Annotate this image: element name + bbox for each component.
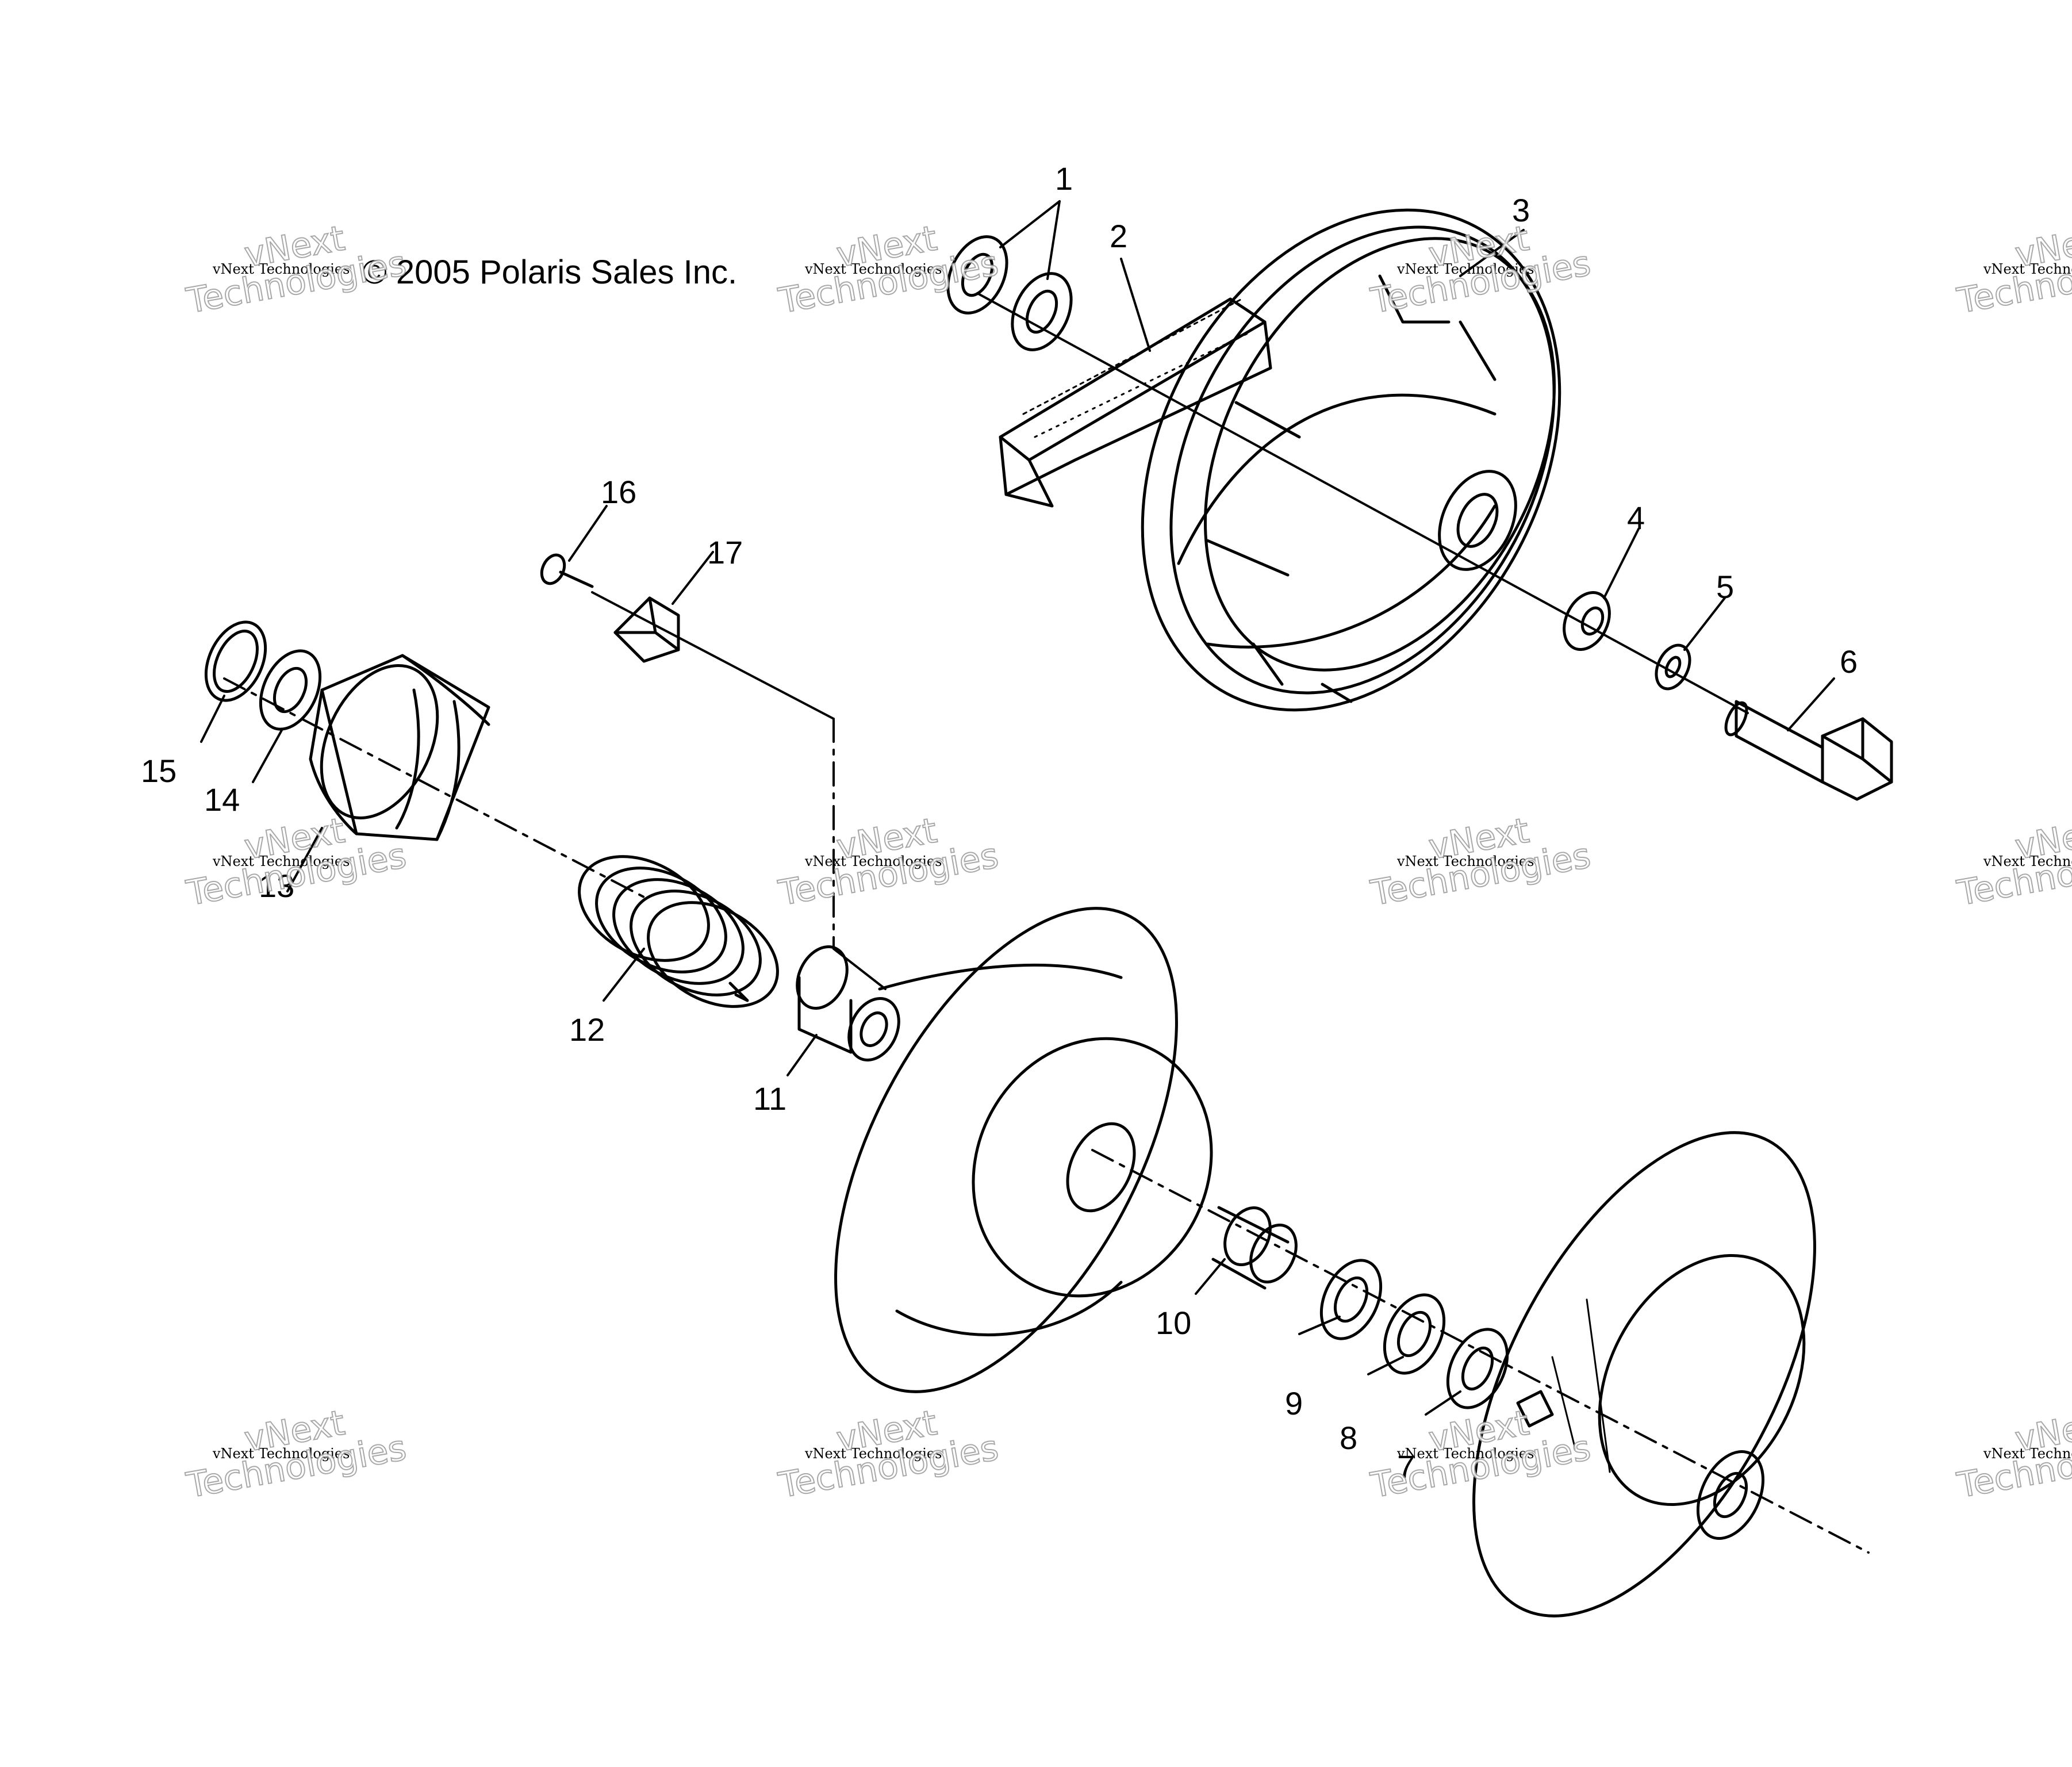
callout-7: 7 — [1397, 1448, 1415, 1485]
part-4-washer — [1563, 591, 1611, 651]
watermark-small-text: vNext Technologies — [805, 1446, 942, 1462]
watermark-small-text: vNext Technologies — [1983, 853, 2072, 869]
watermark-small-text: vNext Technologies — [1983, 1446, 2072, 1462]
watermark-small-text: vNext Technologies — [1397, 261, 1534, 277]
stationary-sheave — [1472, 1131, 1816, 1617]
part-6-bolt — [1724, 700, 1893, 801]
callout-13: 13 — [259, 868, 294, 904]
callout-11: 11 — [753, 1080, 786, 1117]
watermark-small-text: vNext Technologies — [213, 1446, 350, 1462]
part-12-spring — [578, 855, 779, 1008]
watermark-small-text: vNext Technologies — [805, 853, 942, 869]
part-9-washer — [1319, 1259, 1383, 1340]
callout-8: 8 — [1340, 1420, 1357, 1456]
part-11-spacer — [796, 945, 900, 1061]
part-1-washers — [946, 235, 1073, 351]
callout-4: 4 — [1627, 500, 1645, 536]
part-7-washer — [1446, 1328, 1509, 1409]
part-17-button — [613, 596, 680, 663]
callout-9: 9 — [1285, 1385, 1303, 1421]
part-16-screw — [540, 553, 594, 588]
callout-3: 3 — [1512, 192, 1530, 228]
callout-15: 15 — [141, 753, 176, 789]
watermark-small-text: vNext Technologies — [1397, 1446, 1534, 1462]
leader-lines — [200, 200, 1835, 1416]
part-14-washer — [259, 649, 322, 731]
part-15-snap-ring — [204, 620, 267, 702]
watermark-small-text: vNext Technologies — [1983, 261, 2072, 277]
part-13-cam — [309, 654, 490, 841]
part-10-bushing — [1211, 1206, 1298, 1290]
callout-2: 2 — [1110, 218, 1127, 254]
callout-10: 10 — [1156, 1305, 1191, 1341]
copyright-text: © 2005 Polaris Sales Inc. — [362, 254, 738, 291]
watermark-small-text: vNext Technologies — [1397, 853, 1534, 869]
callout-17: 17 — [707, 534, 743, 570]
part-2-belt — [999, 297, 1272, 508]
callout-5: 5 — [1716, 569, 1734, 605]
callout-6: 6 — [1840, 643, 1858, 680]
movable-sheave — [834, 907, 1213, 1393]
part-5-lock-washer — [1655, 643, 1691, 691]
callout-14: 14 — [204, 781, 240, 818]
callout-12: 12 — [569, 1011, 605, 1048]
part-3-sheave — [1141, 208, 1561, 712]
watermark-small-text: vNext Technologies — [805, 261, 942, 277]
callout-16: 16 — [601, 474, 636, 510]
part-8-washer — [1383, 1293, 1446, 1375]
watermark-small-text: vNext Technologies — [213, 853, 350, 869]
callout-1: 1 — [1055, 160, 1073, 197]
watermark-small-text: vNext Technologies — [213, 261, 350, 277]
assembly-axis-lines — [223, 292, 1870, 1554]
callout-labels: 1 2 3 4 5 6 7 8 9 10 11 12 13 14 15 16 1… — [141, 160, 1858, 1485]
